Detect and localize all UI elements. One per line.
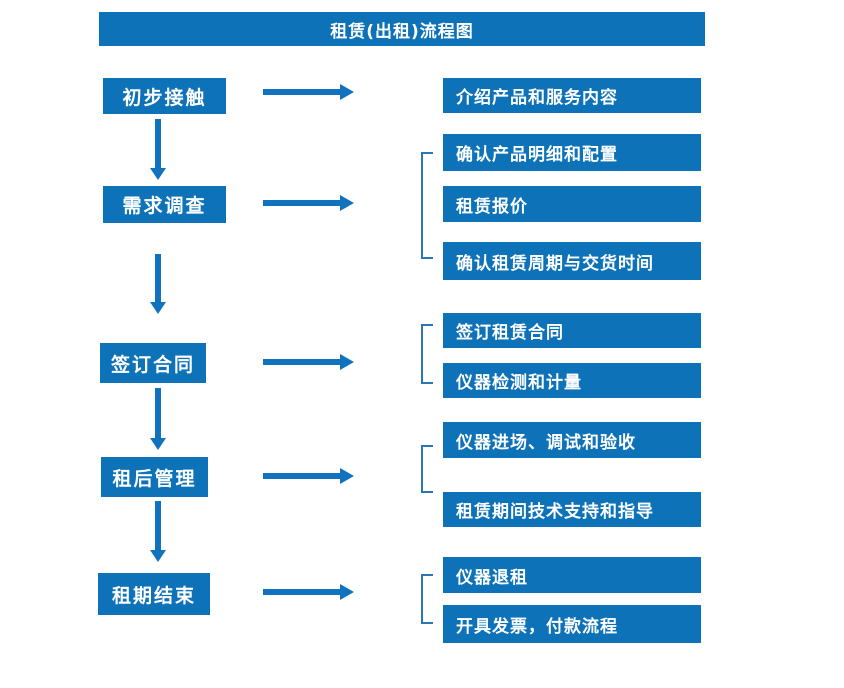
arrow-shaft bbox=[263, 589, 341, 595]
arrow-down-icon bbox=[150, 254, 166, 314]
arrow-head bbox=[150, 302, 166, 314]
arrow-shaft bbox=[155, 388, 161, 439]
arrow-shaft bbox=[155, 254, 161, 303]
detail-box-sign-rental-contract: 签订租赁合同 bbox=[443, 313, 701, 348]
bracket-connector bbox=[421, 324, 433, 384]
arrow-right-icon bbox=[263, 84, 354, 100]
arrow-right-icon bbox=[263, 195, 354, 211]
arrow-right-icon bbox=[263, 584, 354, 600]
arrow-right-icon bbox=[263, 354, 354, 370]
detail-box-confirm-period-delivery: 确认租赁周期与交货时间 bbox=[443, 242, 701, 280]
arrow-head bbox=[150, 550, 166, 562]
flowchart-title: 租赁(出租)流程图 bbox=[99, 12, 705, 46]
step-box-post-rental-management: 租后管理 bbox=[101, 457, 208, 497]
bracket-connector bbox=[421, 574, 433, 624]
arrow-head bbox=[340, 354, 354, 370]
arrow-shaft bbox=[263, 89, 341, 95]
detail-box-instrument-testing: 仪器检测和计量 bbox=[443, 363, 701, 398]
arrow-shaft bbox=[263, 473, 341, 479]
arrow-down-icon bbox=[150, 119, 166, 180]
arrow-head bbox=[340, 84, 354, 100]
arrow-shaft bbox=[263, 200, 341, 206]
detail-box-instrument-setup-acceptance: 仪器进场、调试和验收 bbox=[443, 422, 701, 458]
bracket-connector bbox=[421, 445, 433, 493]
detail-box-invoice-payment: 开具发票，付款流程 bbox=[443, 605, 701, 643]
step-box-sign-contract: 签订合同 bbox=[100, 343, 206, 383]
step-box-rental-end: 租期结束 bbox=[98, 573, 210, 615]
detail-box-technical-support: 租赁期间技术支持和指导 bbox=[443, 492, 701, 527]
arrow-right-icon bbox=[263, 468, 354, 484]
arrow-down-icon bbox=[150, 388, 166, 450]
arrow-head bbox=[340, 584, 354, 600]
detail-box-confirm-product-details: 确认产品明细和配置 bbox=[443, 134, 701, 171]
detail-box-instrument-return: 仪器退租 bbox=[443, 557, 701, 593]
arrow-shaft bbox=[155, 119, 161, 169]
arrow-head bbox=[340, 195, 354, 211]
detail-box-rental-quote: 租赁报价 bbox=[443, 186, 701, 222]
arrow-down-icon bbox=[150, 501, 166, 562]
detail-box-introduce-products: 介绍产品和服务内容 bbox=[443, 78, 701, 113]
step-box-initial-contact: 初步接触 bbox=[103, 78, 226, 114]
arrow-head bbox=[150, 168, 166, 180]
arrow-shaft bbox=[155, 501, 161, 551]
bracket-connector bbox=[421, 152, 433, 259]
arrow-head bbox=[150, 438, 166, 450]
arrow-shaft bbox=[263, 359, 341, 365]
step-box-demand-survey: 需求调查 bbox=[103, 186, 226, 223]
arrow-head bbox=[340, 468, 354, 484]
